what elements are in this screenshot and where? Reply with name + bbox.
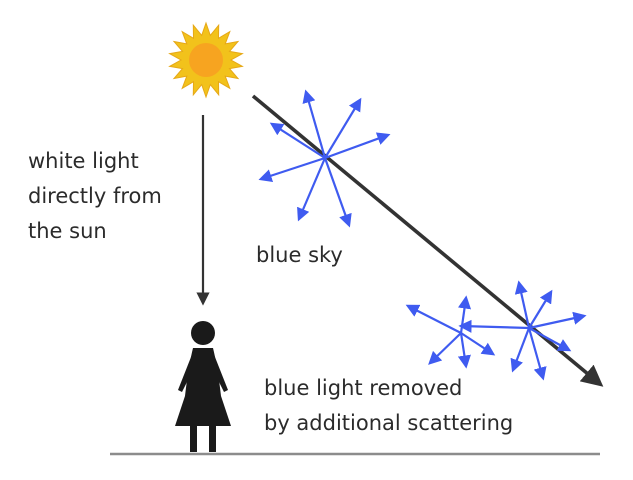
scatter-arrow <box>457 332 471 369</box>
blue-sky-label: blue sky <box>256 243 343 267</box>
scatter-burst-lower-left <box>405 295 496 369</box>
blue-light-removed-label: blue light removed by additional scatter… <box>264 371 513 441</box>
scatter-arrow <box>510 327 531 373</box>
person-icon <box>175 321 231 452</box>
scatter-arrow <box>460 332 496 356</box>
blue-light-removed-label-line: blue light removed <box>264 376 463 400</box>
scatter-arrow <box>324 97 362 159</box>
scatter-arrow <box>458 319 530 333</box>
scatter-arrow <box>428 332 462 365</box>
scatter-arrow <box>457 295 472 334</box>
scatter-arrow <box>528 327 572 352</box>
scatter-arrow <box>323 157 352 228</box>
scatter-arrow <box>514 280 531 329</box>
scatter-arrow <box>324 132 391 160</box>
white-light-label: white light directly from the sun <box>28 144 162 249</box>
scatter-arrow <box>269 122 326 159</box>
scatter-arrow <box>528 311 587 330</box>
scatter-arrow <box>528 289 553 329</box>
scatter-arrow <box>405 304 462 334</box>
scatter-arrow <box>258 156 326 182</box>
white-light-label-line: white light <box>28 149 139 173</box>
scatter-burst-lower-right <box>458 280 587 381</box>
scatter-arrow <box>302 89 327 159</box>
scatter-arrow <box>297 157 327 222</box>
white-light-label-line: the sun <box>28 219 107 243</box>
scatter-arrow <box>527 327 547 381</box>
blue-light-removed-label-line: by additional scattering <box>264 411 514 435</box>
sun-disc <box>189 43 223 77</box>
white-light-label-line: directly from <box>28 184 162 208</box>
sun-icon <box>168 21 244 99</box>
scatter-burst-upper <box>258 89 391 228</box>
